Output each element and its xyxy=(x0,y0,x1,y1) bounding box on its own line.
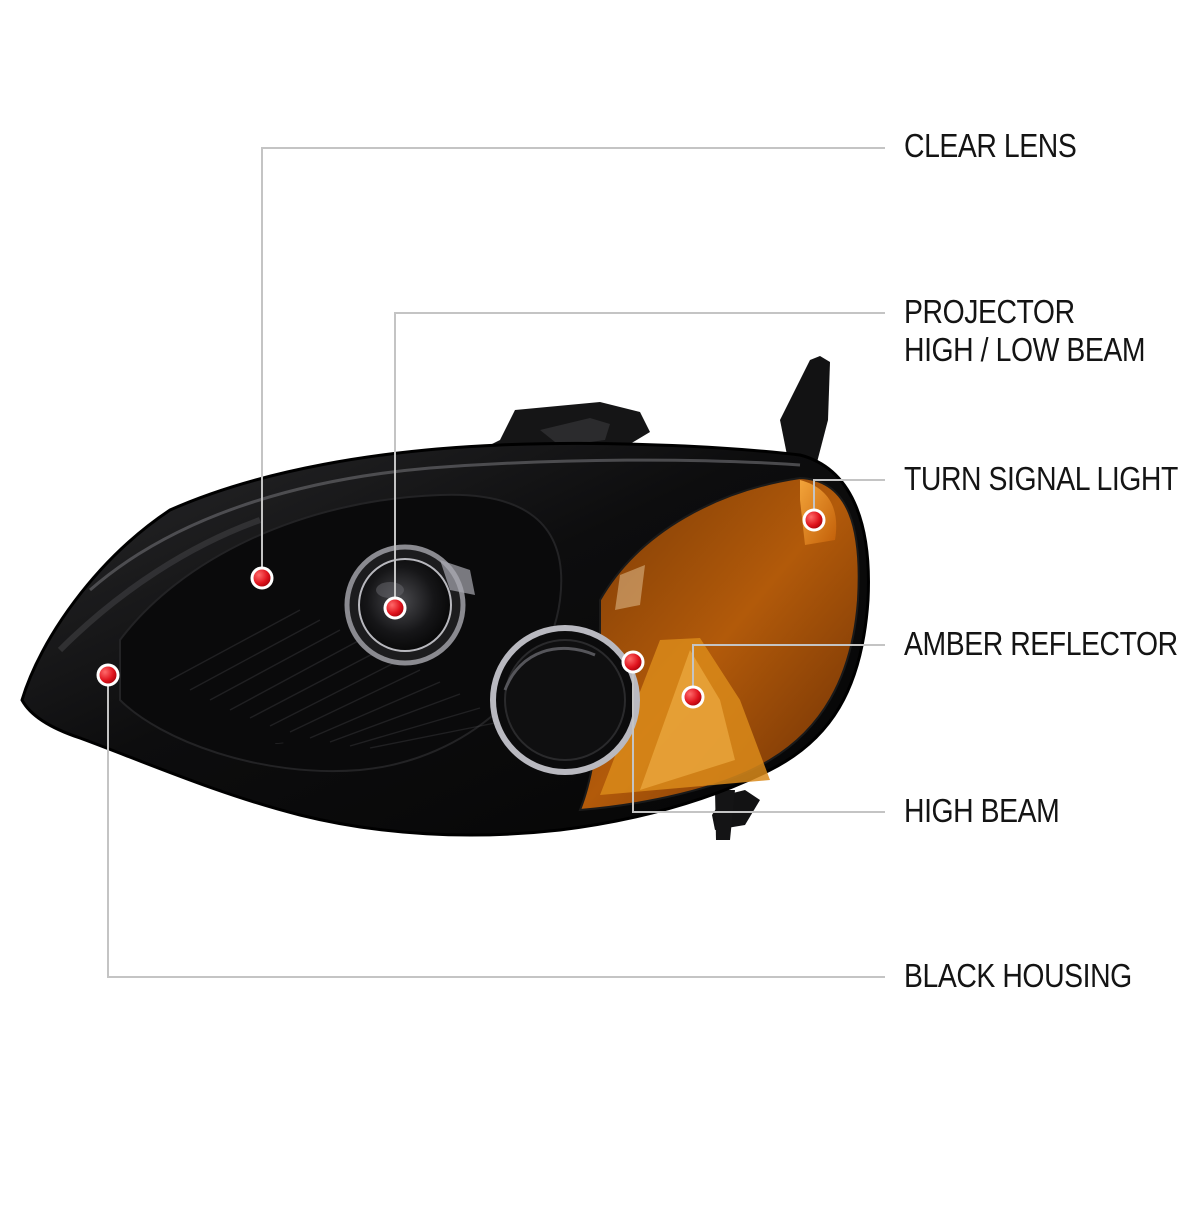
leader-projector xyxy=(394,312,885,608)
markers xyxy=(96,508,826,709)
label-high-beam: HIGH BEAM xyxy=(904,792,1060,830)
reflector-ribs xyxy=(169,609,501,749)
high-beam-ring xyxy=(490,625,640,775)
marker-black-housing xyxy=(96,663,120,687)
leader-clear-lens xyxy=(261,147,885,578)
label-black-housing-line1: BLACK HOUSING xyxy=(904,957,1132,994)
leader-turn-signal xyxy=(813,479,885,520)
label-turn-signal: TURN SIGNAL LIGHT xyxy=(904,460,1178,498)
marker-clear-lens xyxy=(250,566,274,590)
marker-turn-signal xyxy=(802,508,826,532)
marker-projector xyxy=(383,596,407,620)
label-turn-signal-line1: TURN SIGNAL LIGHT xyxy=(904,460,1178,497)
label-high-beam-line1: HIGH BEAM xyxy=(904,792,1060,829)
label-amber-reflector: AMBER REFLECTOR xyxy=(904,625,1178,663)
label-projector-line2: HIGH / LOW BEAM xyxy=(904,331,1146,368)
lens-markings: — xyxy=(275,738,285,749)
label-clear-lens-line1: CLEAR LENS xyxy=(904,127,1077,164)
leader-lines xyxy=(107,147,885,978)
marker-high-beam xyxy=(621,650,645,674)
leader-black-housing xyxy=(107,675,885,978)
svg-text:—: — xyxy=(275,738,285,749)
label-projector-line1: PROJECTOR xyxy=(904,293,1075,330)
leader-amber-reflector xyxy=(692,644,885,697)
leader-high-beam xyxy=(632,662,885,813)
label-clear-lens: CLEAR LENS xyxy=(904,127,1077,165)
label-projector: PROJECTOR HIGH / LOW BEAM xyxy=(904,293,1146,369)
marker-amber-reflector xyxy=(681,685,705,709)
label-black-housing: BLACK HOUSING xyxy=(904,957,1132,995)
label-amber-reflector-line1: AMBER REFLECTOR xyxy=(904,625,1178,662)
